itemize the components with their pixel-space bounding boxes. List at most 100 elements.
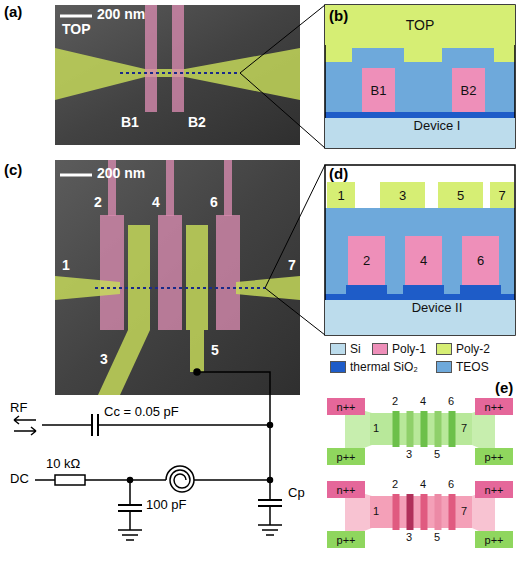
legend-text: thermal SiO₂ [350, 360, 418, 374]
node-text: B2 [461, 83, 477, 98]
gate-number: 4 [420, 478, 426, 490]
gate-number: 5 [434, 531, 440, 543]
component-label: 100 pF [146, 498, 186, 512]
legend-text: Poly-1 [392, 342, 426, 356]
scale-bar [60, 174, 92, 177]
ground-symbol [118, 530, 142, 540]
poly1-gate: 6 [462, 236, 499, 285]
readout-circuit [14, 369, 282, 540]
legend-entry: Poly-1 [372, 342, 426, 356]
gate-lead [224, 160, 232, 216]
gate-number: 7 [461, 422, 467, 434]
node-text: n++ [337, 484, 356, 496]
junction-dot [268, 478, 273, 483]
node-text: 1 [337, 188, 344, 203]
gate-6 [216, 215, 240, 330]
gate-b1 [145, 5, 157, 112]
panel-letter: (a) [4, 4, 22, 21]
signal-arrow [14, 427, 36, 435]
contact-pad: p++ [475, 531, 513, 548]
gate-number: 2 [392, 478, 398, 490]
poly1-gate: 2 [348, 236, 385, 285]
node-text: Device I [414, 118, 461, 133]
teos-bump [442, 48, 494, 64]
top-gate-left [55, 48, 145, 100]
poly2-gate: 1 [327, 182, 355, 208]
gate-label: 6 [210, 195, 218, 210]
node-text: n++ [337, 401, 356, 413]
inductor-spiral [166, 466, 194, 492]
gate-stripe [407, 494, 414, 530]
node-text: p++ [337, 451, 356, 463]
node-text: Device II [412, 300, 463, 315]
legend-text: Poly-2 [456, 342, 490, 356]
capacitor-plate [118, 504, 142, 506]
teos-bump [342, 226, 391, 236]
poly2-gate: 5 [438, 182, 483, 208]
sem-image-c [55, 160, 325, 395]
cut-line [120, 72, 240, 74]
teos-layer [325, 62, 515, 112]
gate-label: TOP [62, 22, 91, 37]
gate-stripe [407, 411, 414, 447]
legend-swatch [330, 343, 346, 355]
wire [85, 479, 166, 481]
scale-label: 200 nm [97, 7, 145, 22]
gate-number: 6 [448, 395, 454, 407]
node-text: B1 [371, 83, 387, 98]
cross-section-d [325, 165, 515, 335]
gate-label: 7 [288, 258, 296, 273]
gate-5 [186, 225, 208, 330]
gate-oxide [403, 285, 444, 294]
wire [194, 479, 270, 481]
bottom-gate: B1 [362, 68, 395, 112]
node-text: 7 [498, 188, 505, 203]
gate-oxide [460, 285, 501, 294]
poly2-gate: 7 [490, 182, 514, 208]
component-label: Cc = 0.05 pF [104, 405, 179, 419]
gate-3-lead [98, 330, 150, 395]
gate-3 [128, 225, 150, 330]
capacitor-plate [258, 499, 282, 501]
substrate-region: Device I [325, 118, 515, 148]
top-gate-layer: TOP [325, 5, 515, 45]
sem-background [55, 5, 300, 145]
contact-pad: n++ [475, 481, 513, 498]
layout-red [345, 488, 495, 538]
gate-number: 3 [406, 531, 412, 543]
gate-number: 3 [406, 448, 412, 460]
node-text: 5 [457, 188, 464, 203]
panel-frame [325, 165, 515, 335]
component-label: Cp [288, 486, 305, 500]
legend-text: TEOS [456, 360, 489, 374]
capacitor-plate [91, 414, 93, 436]
gate-number: 6 [448, 478, 454, 490]
gate-5-lead [190, 330, 204, 372]
gate-stripe [435, 494, 442, 530]
scale-label: 200 nm [97, 166, 145, 181]
gate-label: B2 [188, 115, 206, 130]
wire [197, 372, 270, 500]
sem-image-a [55, 5, 325, 148]
contact-pad: p++ [475, 448, 513, 465]
poly2-gate: 3 [380, 182, 425, 208]
gate-stripe [449, 494, 456, 530]
gate-stripe [393, 494, 400, 530]
gate-stripe [393, 411, 400, 447]
wire [129, 480, 131, 505]
legend-swatch [436, 343, 452, 355]
panel-letter: (c) [4, 162, 22, 179]
legend-swatch [436, 361, 452, 373]
legend-swatch [330, 361, 346, 373]
gate-stripe [449, 411, 456, 447]
node-text: n++ [485, 401, 504, 413]
legend-entry: TEOS [436, 360, 489, 374]
teos-bump [352, 48, 404, 64]
signal-arrow [14, 416, 36, 424]
poly1-gate: 4 [405, 236, 442, 285]
teos-layer [325, 208, 515, 294]
gate-number: 7 [461, 505, 467, 517]
panel-letter: (b) [329, 8, 348, 25]
cross-section-b [325, 5, 515, 148]
